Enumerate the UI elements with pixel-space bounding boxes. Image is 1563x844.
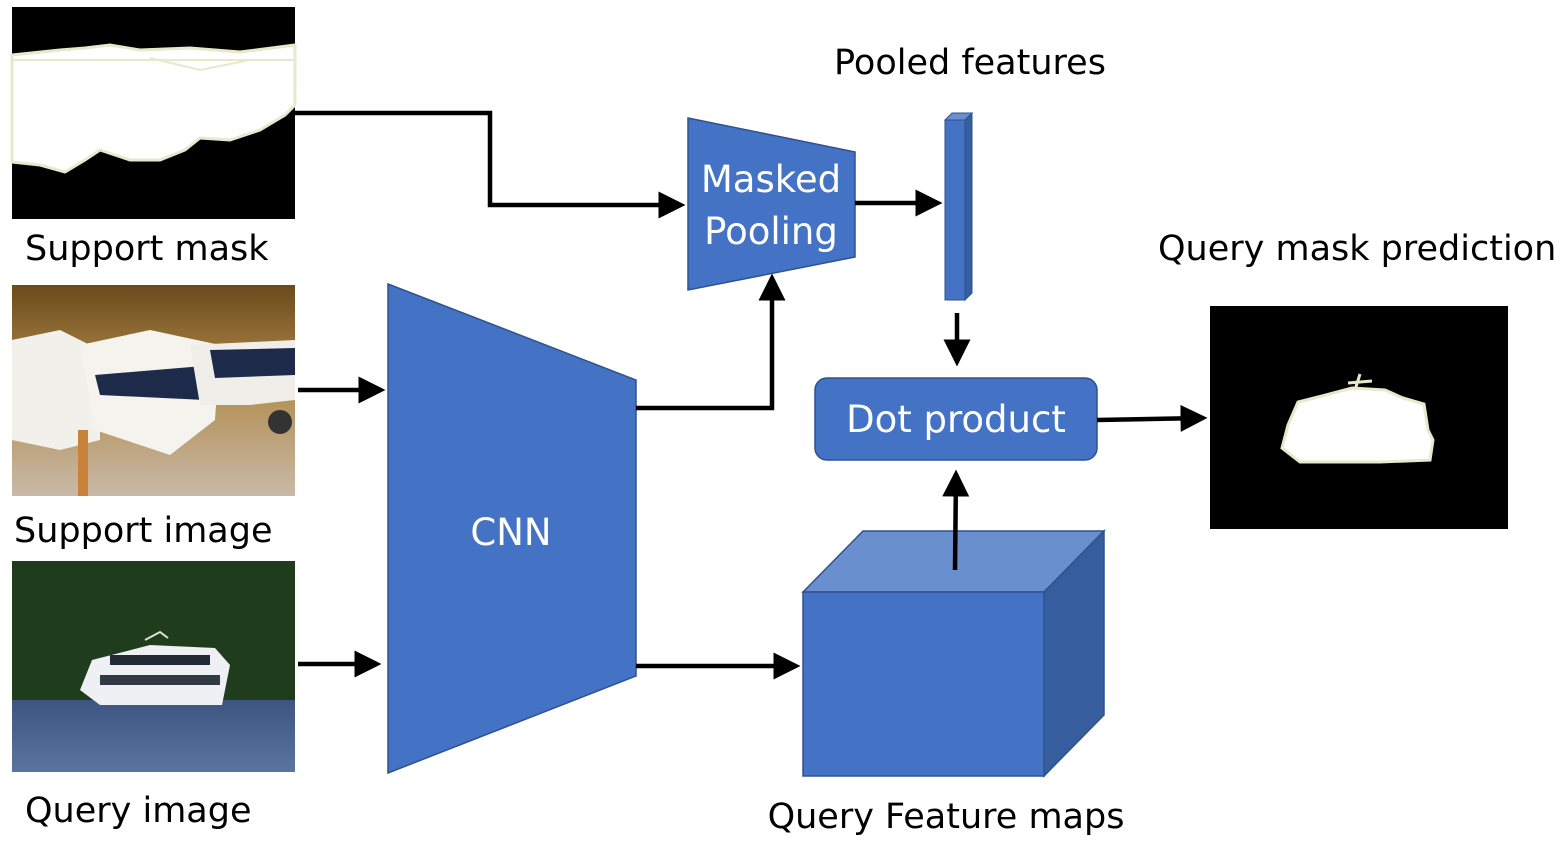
query-mask-prediction-image (1210, 306, 1508, 529)
masked-pooling-label-line1: Masked (701, 158, 841, 201)
support-mask-label: Support mask (25, 229, 269, 269)
arrow-mask-to-pooling (295, 110, 686, 219)
query-image-label: Query image (25, 791, 252, 831)
query-feature-maps-label: Query Feature maps (768, 797, 1125, 837)
arrow-dot-to-prediction (1096, 404, 1208, 432)
pooled-features-vector (943, 111, 974, 302)
cnn-block (387, 282, 637, 775)
arrow-featuremaps-to-dot (942, 469, 970, 571)
query-image (12, 561, 295, 772)
pooled-features-label: Pooled features (834, 43, 1106, 83)
dot-product-label: Dot product (846, 398, 1066, 441)
support-image (12, 285, 295, 496)
arrow-cnn-to-pooling (636, 273, 786, 411)
cnn-label: CNN (470, 511, 551, 554)
query-mask-prediction-label: Query mask prediction (1158, 229, 1556, 269)
support-image-label: Support image (14, 511, 273, 551)
masked-pooling-block (687, 117, 856, 291)
masked-pooling-label-line2: Pooling (704, 210, 838, 253)
support-mask-image (10, 7, 297, 219)
